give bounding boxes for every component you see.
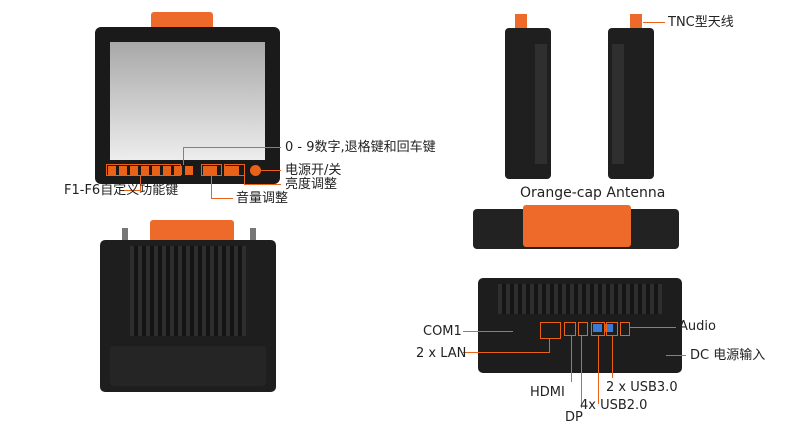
brightness-box [224,164,245,176]
label-usb2: 4x USB2.0 [580,398,648,413]
label-fkeys: F1-F6自定义功能键 [64,183,179,198]
side-view-right [608,14,654,179]
volume-box [201,164,222,176]
function-keys [108,166,193,176]
dp-box [578,322,588,336]
usb2-box [591,322,605,336]
label-tnc: TNC型天线 [668,15,734,30]
power-button [250,165,261,176]
hdmi-box [564,322,576,336]
label-audio: Audio [679,319,716,334]
label-power: 电源开/关 [285,163,342,178]
volume-keys [203,166,217,175]
brightness-keys [225,166,239,175]
label-usb3: 2 x USB3.0 [606,380,678,395]
side-view-left [505,14,551,179]
heatsink [130,246,246,336]
front-screen [110,42,265,160]
back-antenna-handle [150,220,234,242]
label-brightness: 亮度调整 [285,177,338,192]
top-antenna-cap [523,205,631,247]
label-keys: 0 - 9数字,退格键和回车键 [285,140,436,155]
label-hdmi: HDMI [530,385,565,400]
label-volume: 音量调整 [236,191,289,206]
front-antenna-handle [151,12,213,30]
front-view [95,12,280,184]
lan-box [540,322,561,339]
label-lan: 2 x LAN [416,346,467,361]
bottom-view [478,278,682,373]
label-dc: DC 电源输入 [690,348,766,363]
audio-box [620,322,630,336]
label-antenna: Orange-cap Antenna [520,185,666,201]
top-view [473,205,679,251]
label-com: COM1 [423,324,462,339]
label-dp: DP [565,410,583,425]
usb3-box [606,322,618,336]
back-view [100,220,276,392]
keys-box [106,164,181,176]
